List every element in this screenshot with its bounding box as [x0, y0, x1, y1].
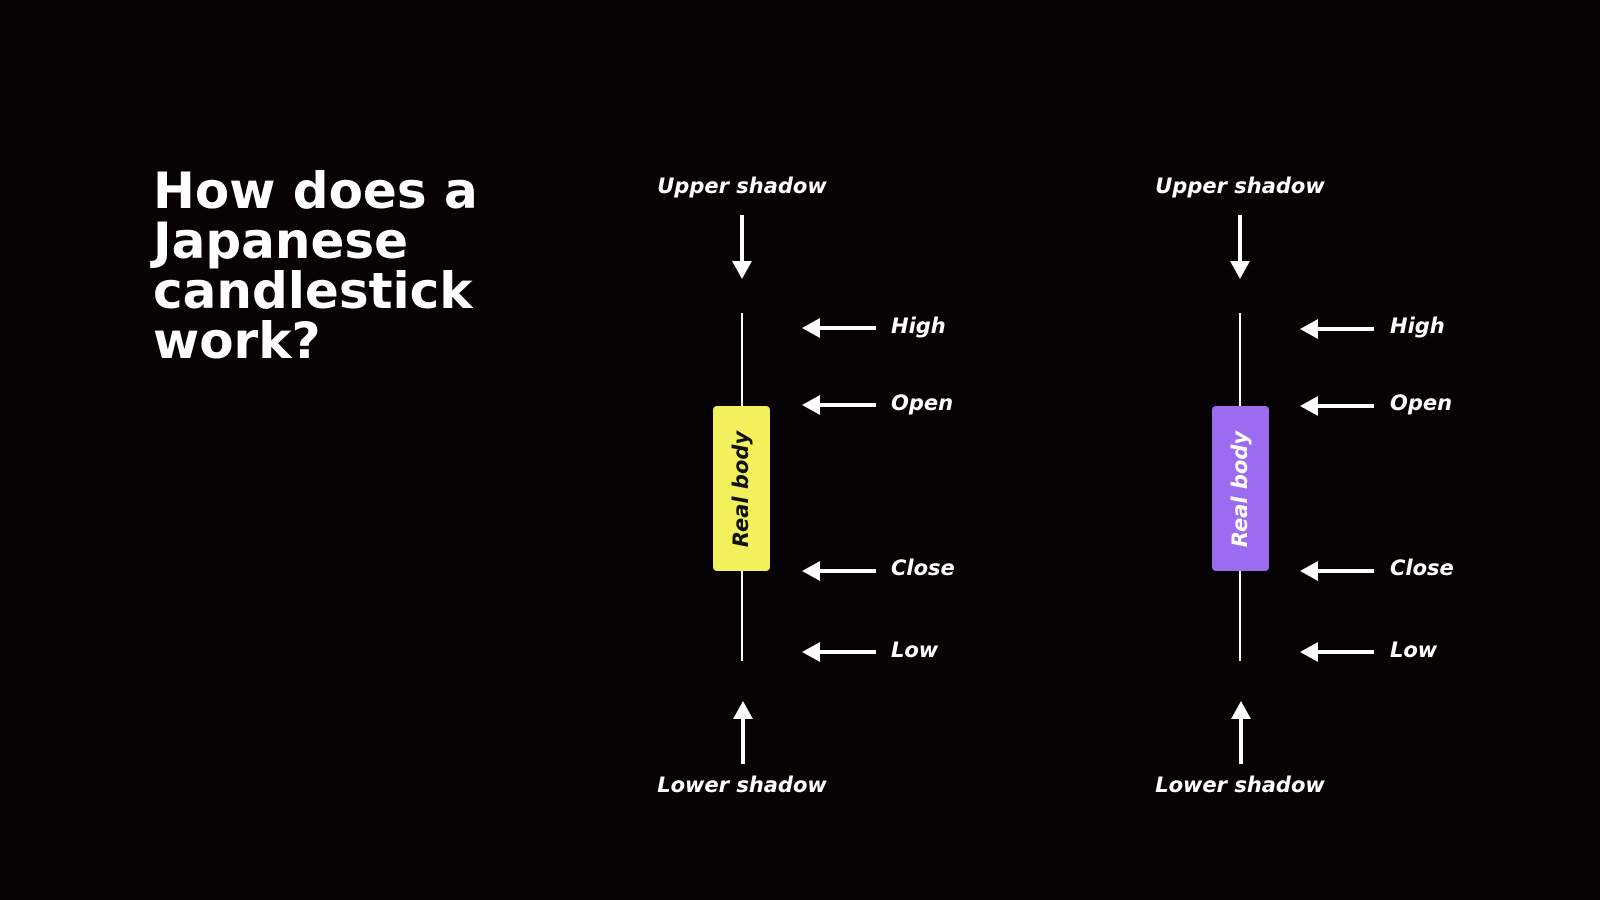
title-line: Japanese [153, 212, 409, 270]
low-label: Low [891, 638, 939, 662]
close-label: Close [1390, 556, 1454, 580]
open-label: Open [891, 391, 954, 415]
arrow-down-icon [1230, 215, 1250, 279]
real-body-label: Real body [1228, 430, 1253, 547]
high-label: High [1390, 314, 1445, 338]
arrow-left-icon [802, 395, 876, 415]
upper-shadow-label: Upper shadow [657, 174, 827, 198]
low-label: Low [1390, 638, 1438, 662]
arrow-left-icon [1300, 396, 1374, 416]
lower-shadow-label: Lower shadow [657, 773, 827, 797]
high-label: High [891, 314, 946, 338]
arrow-left-icon [802, 642, 876, 662]
arrow-down-icon [732, 215, 752, 279]
page-title: How does a Japanese candlestick work? [153, 166, 553, 366]
real-body: Real body [1212, 406, 1269, 571]
open-label: Open [1390, 391, 1453, 415]
arrow-up-icon [733, 701, 753, 764]
upper-shadow-label: Upper shadow [1155, 174, 1325, 198]
title-line: candlestick [153, 262, 473, 320]
lower-shadow-label: Lower shadow [1155, 773, 1325, 797]
real-body: Real body [713, 406, 770, 571]
close-label: Close [891, 556, 955, 580]
title-line: How does a [153, 162, 478, 220]
title-line: work? [153, 312, 321, 370]
arrow-left-icon [1300, 319, 1374, 339]
arrow-left-icon [802, 318, 876, 338]
arrow-left-icon [1300, 642, 1374, 662]
arrow-left-icon [802, 561, 876, 581]
arrow-up-icon [1231, 701, 1251, 764]
real-body-label: Real body [729, 430, 754, 547]
arrow-left-icon [1300, 561, 1374, 581]
